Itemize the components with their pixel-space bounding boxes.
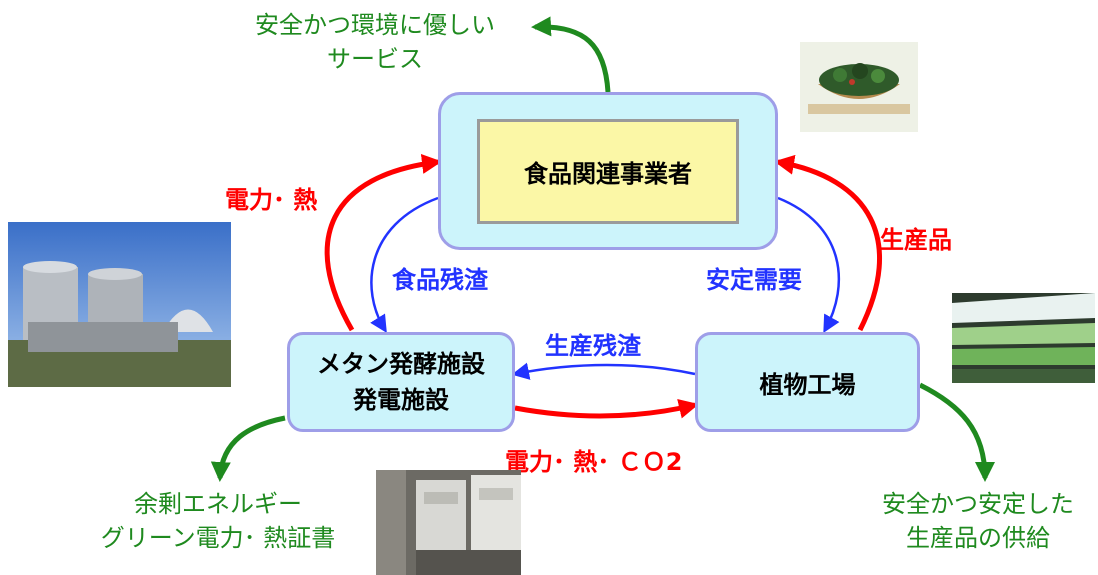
arrow-products — [774, 154, 883, 332]
methane-label-line1: メタン発酵施設 — [317, 350, 485, 378]
arrow-power-heat — [324, 153, 442, 332]
food-operator-node: 食品関連事業者 — [438, 92, 778, 250]
salad-bowl-photo — [800, 42, 918, 132]
outcome-supply: 安全かつ安定した 生産品の供給 — [858, 487, 1098, 555]
biogas-plant-photo — [8, 222, 231, 387]
label-food-residue: 食品残渣 — [392, 266, 488, 294]
plant-factory-node: 植物工場 — [695, 332, 920, 432]
label-production-residue: 生産残渣 — [545, 332, 641, 360]
arrow-food-residue — [370, 196, 439, 333]
plant-factory-photo — [952, 293, 1095, 383]
arrow-service-output — [531, 16, 611, 93]
arrow-production-residue — [511, 362, 696, 380]
outcome-supply-line2: 生産品の供給 — [906, 524, 1050, 552]
outcome-service: 安全かつ環境に優しい サービス — [225, 8, 525, 76]
methane-facility-node: メタン発酵施設 発電施設 — [287, 332, 515, 432]
arrow-stable-demand — [777, 196, 841, 334]
methane-label-line2: 発電施設 — [353, 386, 449, 414]
food-operator-label: 食品関連事業者 — [524, 159, 692, 188]
label-power-heat-co2: 電力･ 熱･ ＣＯ2 — [505, 448, 683, 476]
arrow-surplus-output — [210, 415, 286, 482]
outcome-surplus-line1: 余剰エネルギー — [134, 490, 302, 518]
outcome-surplus-line2: グリーン電力･ 熱証書 — [100, 524, 336, 552]
label-power-heat: 電力･ 熱 — [225, 186, 318, 214]
label-stable-demand: 安定需要 — [706, 266, 802, 294]
outcome-service-line1: 安全かつ環境に優しい — [255, 11, 495, 39]
label-products: 生産品 — [880, 226, 952, 254]
plant-factory-label: 植物工場 — [759, 370, 856, 399]
arrow-supply-output — [918, 382, 995, 482]
generator-photo — [376, 470, 521, 575]
outcome-service-line2: サービス — [327, 45, 423, 73]
arrow-power-heat-co2 — [514, 398, 699, 419]
food-operator-label-box: 食品関連事業者 — [477, 118, 739, 224]
outcome-supply-line1: 安全かつ安定した — [882, 490, 1074, 518]
outcome-surplus: 余剰エネルギー グリーン電力･ 熱証書 — [78, 487, 358, 555]
